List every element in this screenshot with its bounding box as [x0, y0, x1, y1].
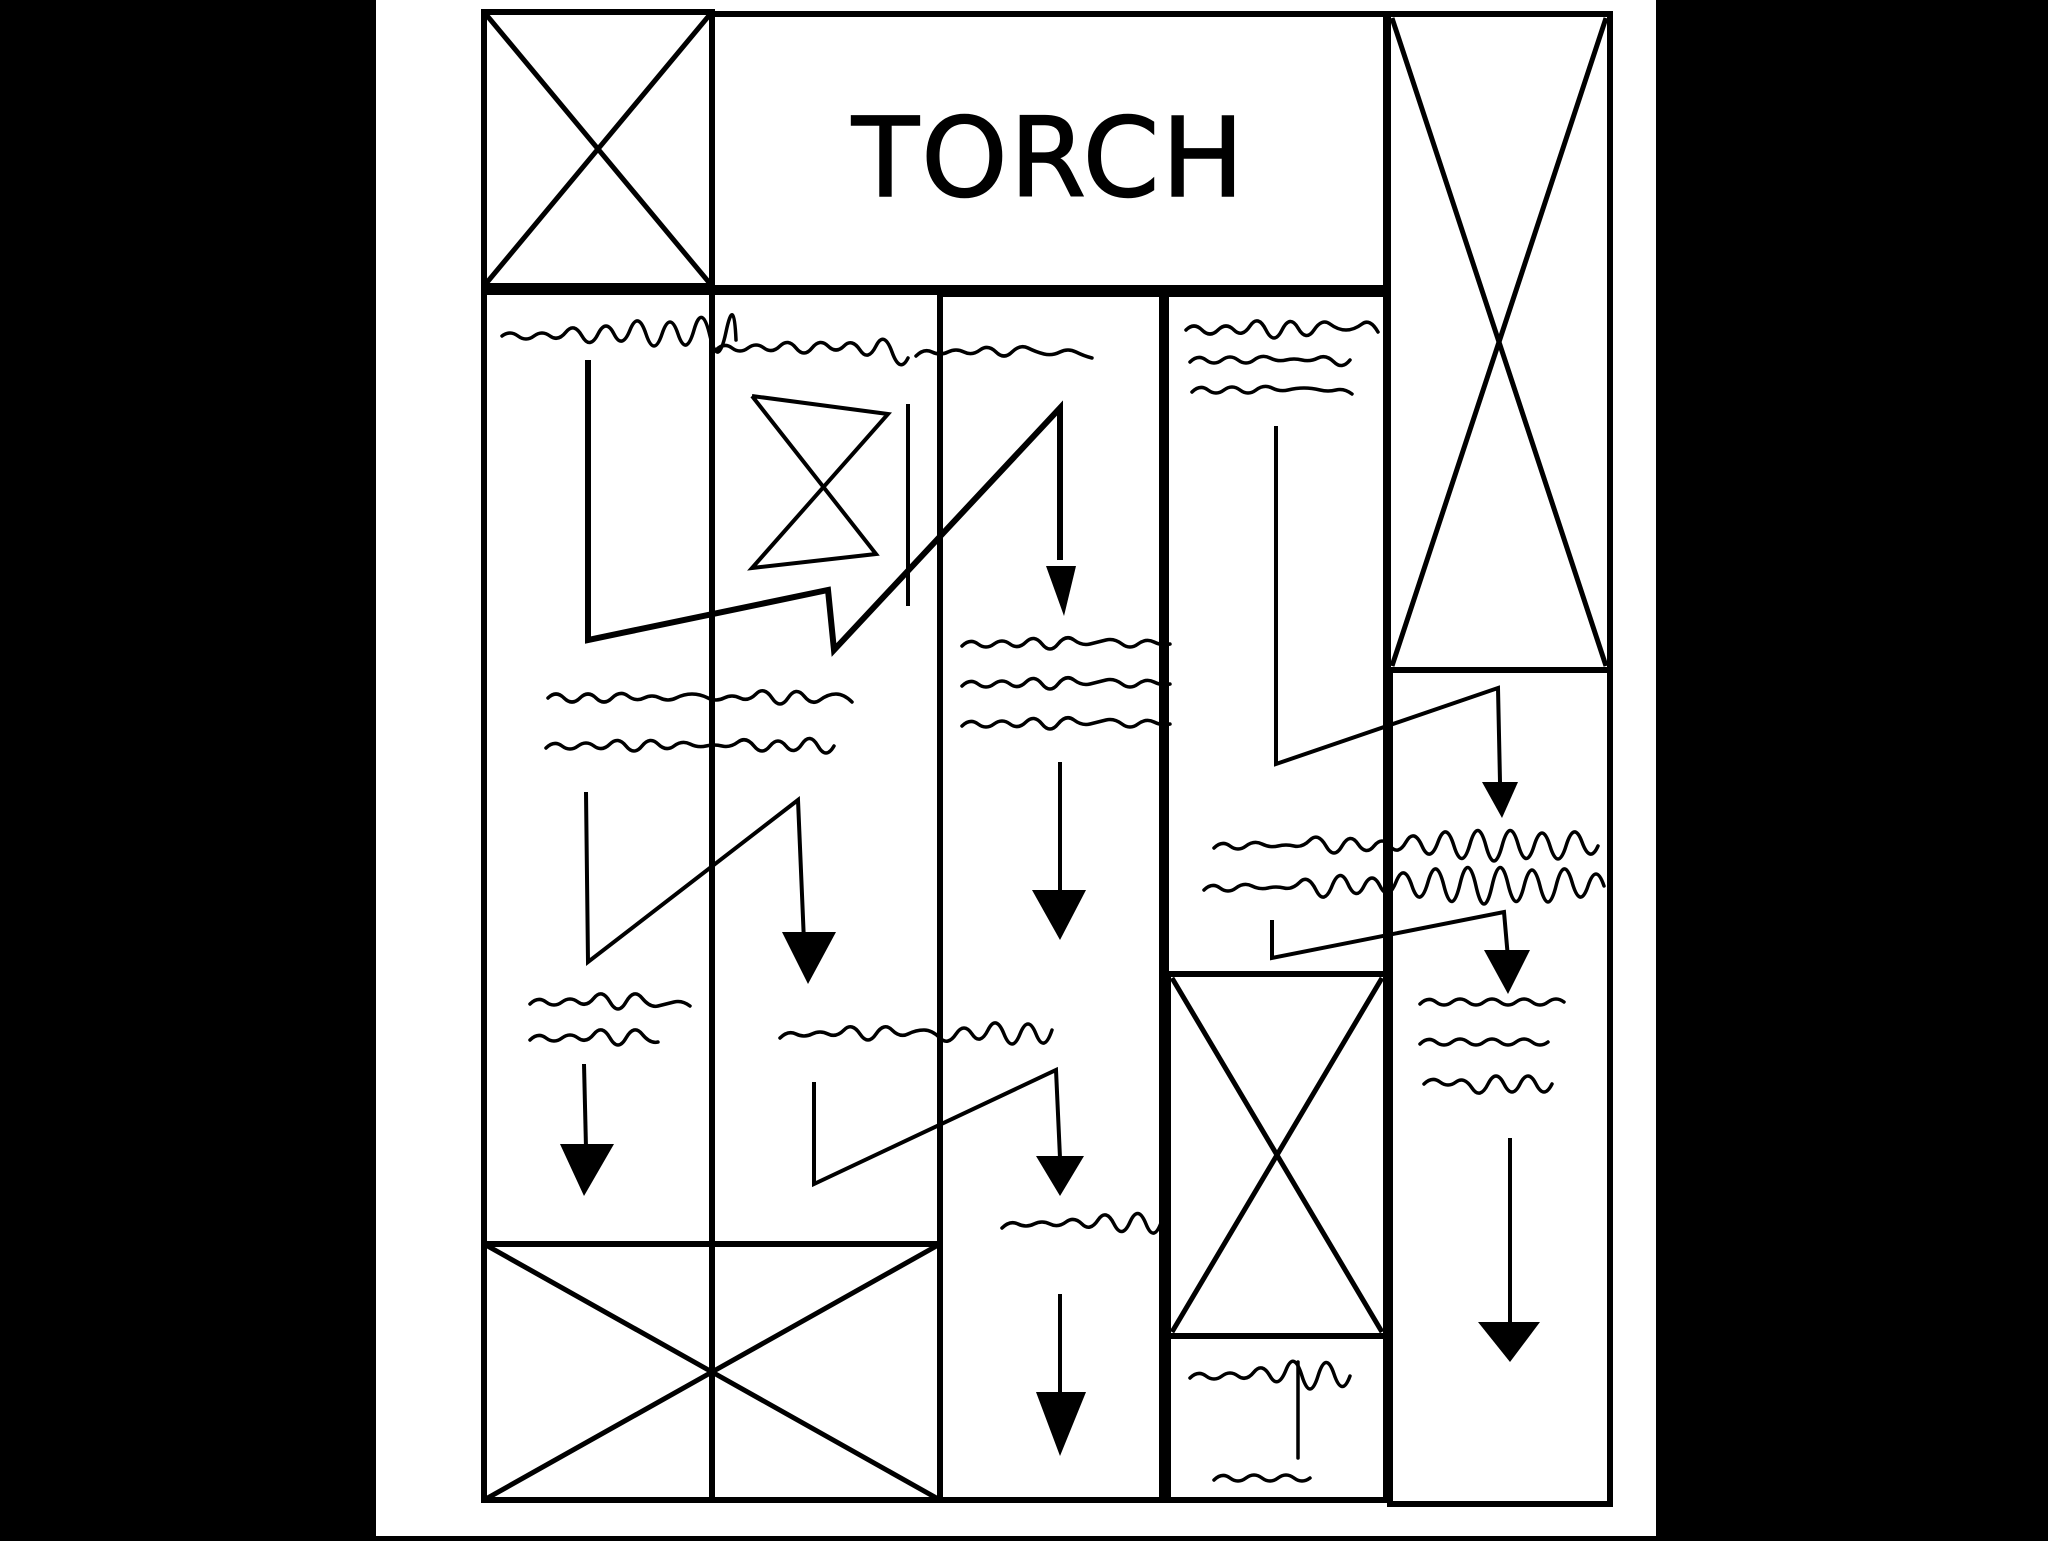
reading-flow-lines	[582, 360, 1512, 1394]
logo-image-placeholder-icon	[482, 10, 714, 288]
image-placeholder-box-bottom-2	[709, 1241, 943, 1503]
arrow-down-icon	[560, 1144, 614, 1196]
title-banner-box	[709, 11, 1389, 291]
arrow-down-icon	[1032, 890, 1086, 940]
placeholder-text-lines	[500, 313, 1606, 1483]
image-placeholder-icon-bottom-2	[710, 1241, 942, 1503]
arrow-down-icon	[1036, 1156, 1084, 1196]
image-placeholder-box-bottom-1	[481, 1241, 715, 1503]
text-box-col4-bottom	[1165, 1333, 1389, 1503]
arrow-down-icon	[1036, 1392, 1086, 1456]
content-column-2	[709, 289, 943, 1247]
arrow-down-icon	[1482, 782, 1518, 818]
image-placeholder-icon-col4	[1169, 976, 1385, 1334]
content-column-1	[481, 289, 715, 1247]
arrow-down-icon	[1046, 566, 1076, 616]
page-title: TORCH	[851, 94, 1246, 222]
flow-arrowheads	[560, 566, 1540, 1456]
image-placeholder-icon-bottom-1	[482, 1241, 714, 1503]
arrow-down-icon	[1478, 1322, 1540, 1362]
arrow-down-icon	[1484, 950, 1530, 994]
arrow-down-icon	[782, 932, 836, 984]
ad-image-placeholder-icon	[1389, 17, 1609, 667]
